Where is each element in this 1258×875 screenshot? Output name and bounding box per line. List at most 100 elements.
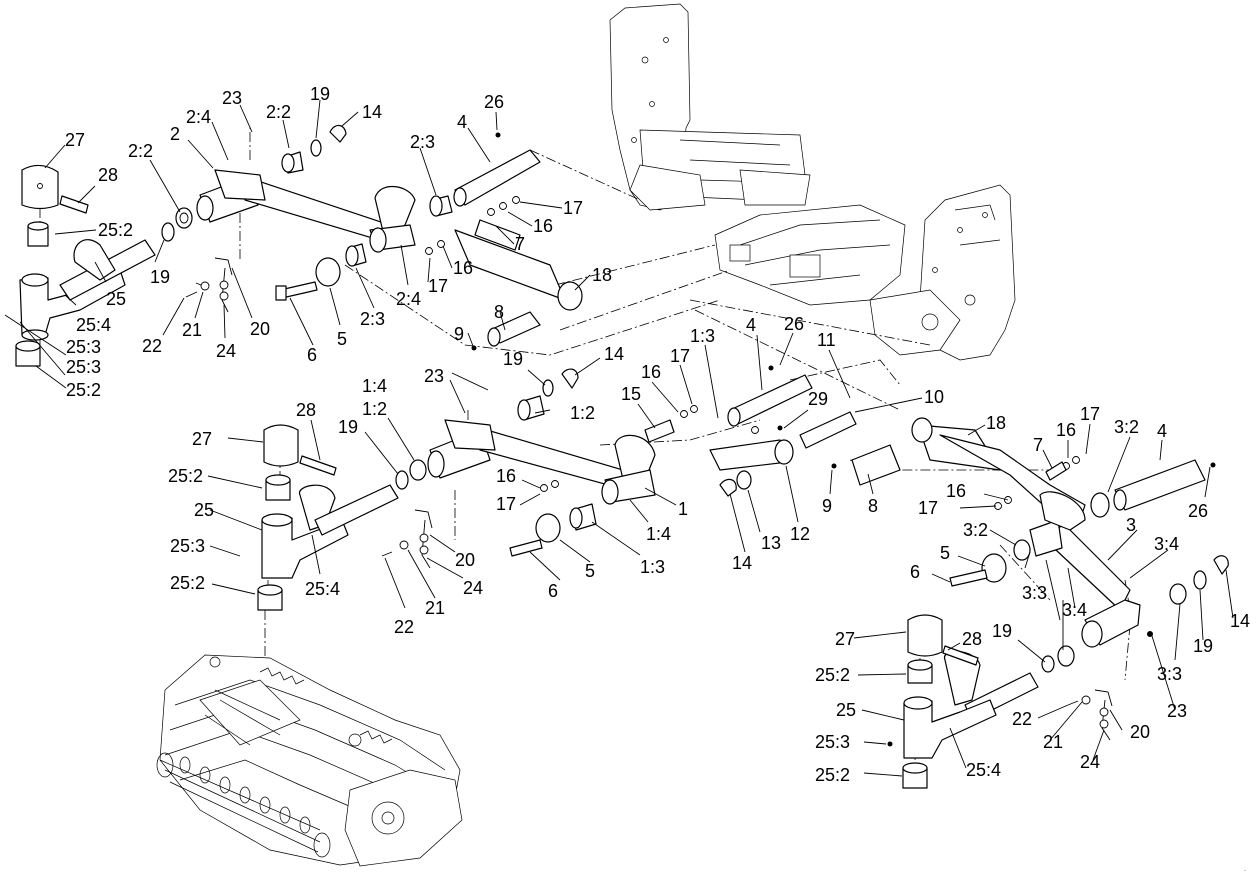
callout-17-upper-b: 17	[428, 276, 448, 296]
callout-20-middle: 20	[455, 550, 475, 570]
callout-21-middle: 21	[425, 598, 445, 618]
callout-14-middle: 14	[604, 344, 624, 364]
callout-14-lower: 14	[732, 553, 752, 573]
callout-12: 12	[790, 524, 810, 544]
callout-21-upper: 21	[182, 320, 202, 340]
lift-arm-2	[15, 124, 583, 367]
callout-5-middle: 5	[585, 561, 595, 581]
callout-25-4-upper: 25:4	[76, 315, 111, 335]
callout-1-3-bottom: 1:3	[640, 557, 665, 577]
callout-28-upper: 28	[98, 165, 118, 185]
callout-6-middle: 6	[548, 581, 558, 601]
callout-25-right: 25	[836, 700, 856, 720]
cutting-unit-ghost	[156, 654, 463, 867]
callout-3-4-bottom: 3:4	[1062, 600, 1087, 620]
callout-23-right: 23	[1167, 701, 1187, 721]
callout-8-upper: 8	[494, 302, 504, 322]
callout-25-2-upper-top: 25:2	[98, 220, 133, 240]
callout-16-upper-a: 16	[533, 216, 553, 236]
callout-25-2-right-top: 25:2	[815, 665, 850, 685]
callout-20-right: 20	[1130, 722, 1150, 742]
callout-2-4-upper-bottom: 2:4	[396, 289, 421, 309]
callout-labels: 27 28 2:2 25:2 19 25 25:4 25:3 25:3 25:2…	[65, 84, 1250, 872]
callout-19-upper-right: 19	[310, 84, 330, 104]
callout-25-4-middle: 25:4	[305, 579, 340, 599]
callout-8-lower: 8	[868, 496, 878, 516]
callout-2-4-upper-top: 2:4	[186, 107, 211, 127]
callout-17-right: 17	[918, 498, 938, 518]
callout-25-3-upper-b: 25:3	[66, 357, 101, 377]
callout-6-upper: 6	[307, 345, 317, 365]
callout-9-upper: 9	[454, 324, 464, 344]
callout-10: 10	[924, 387, 944, 407]
callout-25-3-right: 25:3	[815, 732, 850, 752]
callout-3-2-top: 3:2	[1114, 417, 1139, 437]
callout-27-upper: 27	[65, 130, 85, 150]
callout-4-middle: 4	[746, 315, 756, 335]
callout-22-right: 22	[1012, 709, 1032, 729]
callout-20-upper: 20	[250, 319, 270, 339]
callout-24-upper: 24	[216, 341, 236, 361]
callout-2-2-left: 2:2	[128, 141, 153, 161]
callout-27-middle: 27	[192, 429, 212, 449]
lift-arm-1	[257, 365, 1086, 611]
callout-9-lower: 9	[822, 496, 832, 516]
callout-17-middle: 17	[496, 494, 516, 514]
callout-19-right-lower: 19	[992, 621, 1012, 641]
callout-1-2-left: 1:2	[362, 399, 387, 419]
callout-24-middle: 24	[463, 578, 483, 598]
callout-18-lower: 18	[986, 413, 1006, 433]
callout-19-upper-left: 19	[150, 267, 170, 287]
callout-21-right: 21	[1043, 732, 1063, 752]
callout-13: 13	[761, 533, 781, 553]
callout-23-upper: 23	[222, 88, 242, 108]
callout-19-middle: 19	[503, 349, 523, 369]
callout-1-2-middle-extra: 1:2	[1244, 870, 1246, 872]
callout-15: 15	[621, 384, 641, 404]
callout-19-middle-left: 19	[338, 417, 358, 437]
callout-3-3-left: 3:3	[1022, 583, 1047, 603]
callout-2-3-bottom: 2:3	[360, 309, 385, 329]
callout-16-middle-top: 16	[641, 362, 661, 382]
callout-26-middle: 26	[784, 314, 804, 334]
callout-2: 2	[170, 124, 180, 144]
callout-16-middle: 16	[496, 466, 516, 486]
callout-28-right: 28	[962, 629, 982, 649]
callout-28-middle: 28	[296, 400, 316, 420]
callout-3-4-top: 3:4	[1154, 534, 1179, 554]
callout-1: 1	[678, 499, 688, 519]
callout-22-middle: 22	[394, 617, 414, 637]
callout-5-right: 5	[940, 543, 950, 563]
callout-26-upper: 26	[484, 92, 504, 112]
callout-1-4-bottom: 1:4	[646, 524, 671, 544]
lift-arm-3	[887, 456, 1229, 789]
callout-16-right: 16	[946, 481, 966, 501]
callout-25-3-upper-a: 25:3	[66, 337, 101, 357]
callout-6-right: 6	[910, 562, 920, 582]
callout-16-right-top: 16	[1056, 420, 1076, 440]
callout-25-upper: 25	[106, 289, 126, 309]
callout-1-2-right: 1:2	[570, 403, 595, 423]
callout-17-upper-a: 17	[563, 198, 583, 218]
callout-26-right: 26	[1188, 501, 1208, 521]
callout-29: 29	[808, 389, 828, 409]
callout-17-middle-top: 17	[670, 346, 690, 366]
callout-25-2-middle-bottom: 25:2	[170, 573, 205, 593]
callout-7-upper: 7	[515, 234, 525, 254]
callout-1-3-middle-extra: 1:3	[1244, 870, 1246, 872]
callout-17-right-top: 17	[1080, 404, 1100, 424]
callout-25-2-middle-top: 25:2	[168, 466, 203, 486]
callout-5-upper: 5	[337, 329, 347, 349]
callout-14-upper: 14	[362, 102, 382, 122]
callout-16-upper-b: 16	[453, 258, 473, 278]
callout-1-4-top: 1:4	[362, 376, 387, 396]
leader-lines	[4, 99, 1234, 777]
callout-23-middle: 23	[424, 366, 444, 386]
callout-3: 3	[1126, 515, 1136, 535]
callout-27-right: 27	[835, 629, 855, 649]
callout-7-lower: 7	[1033, 435, 1043, 455]
callout-4-right: 4	[1157, 421, 1167, 441]
main-frame-ghost	[609, 3, 1016, 361]
callout-25-2-right-bottom: 25:2	[815, 765, 850, 785]
